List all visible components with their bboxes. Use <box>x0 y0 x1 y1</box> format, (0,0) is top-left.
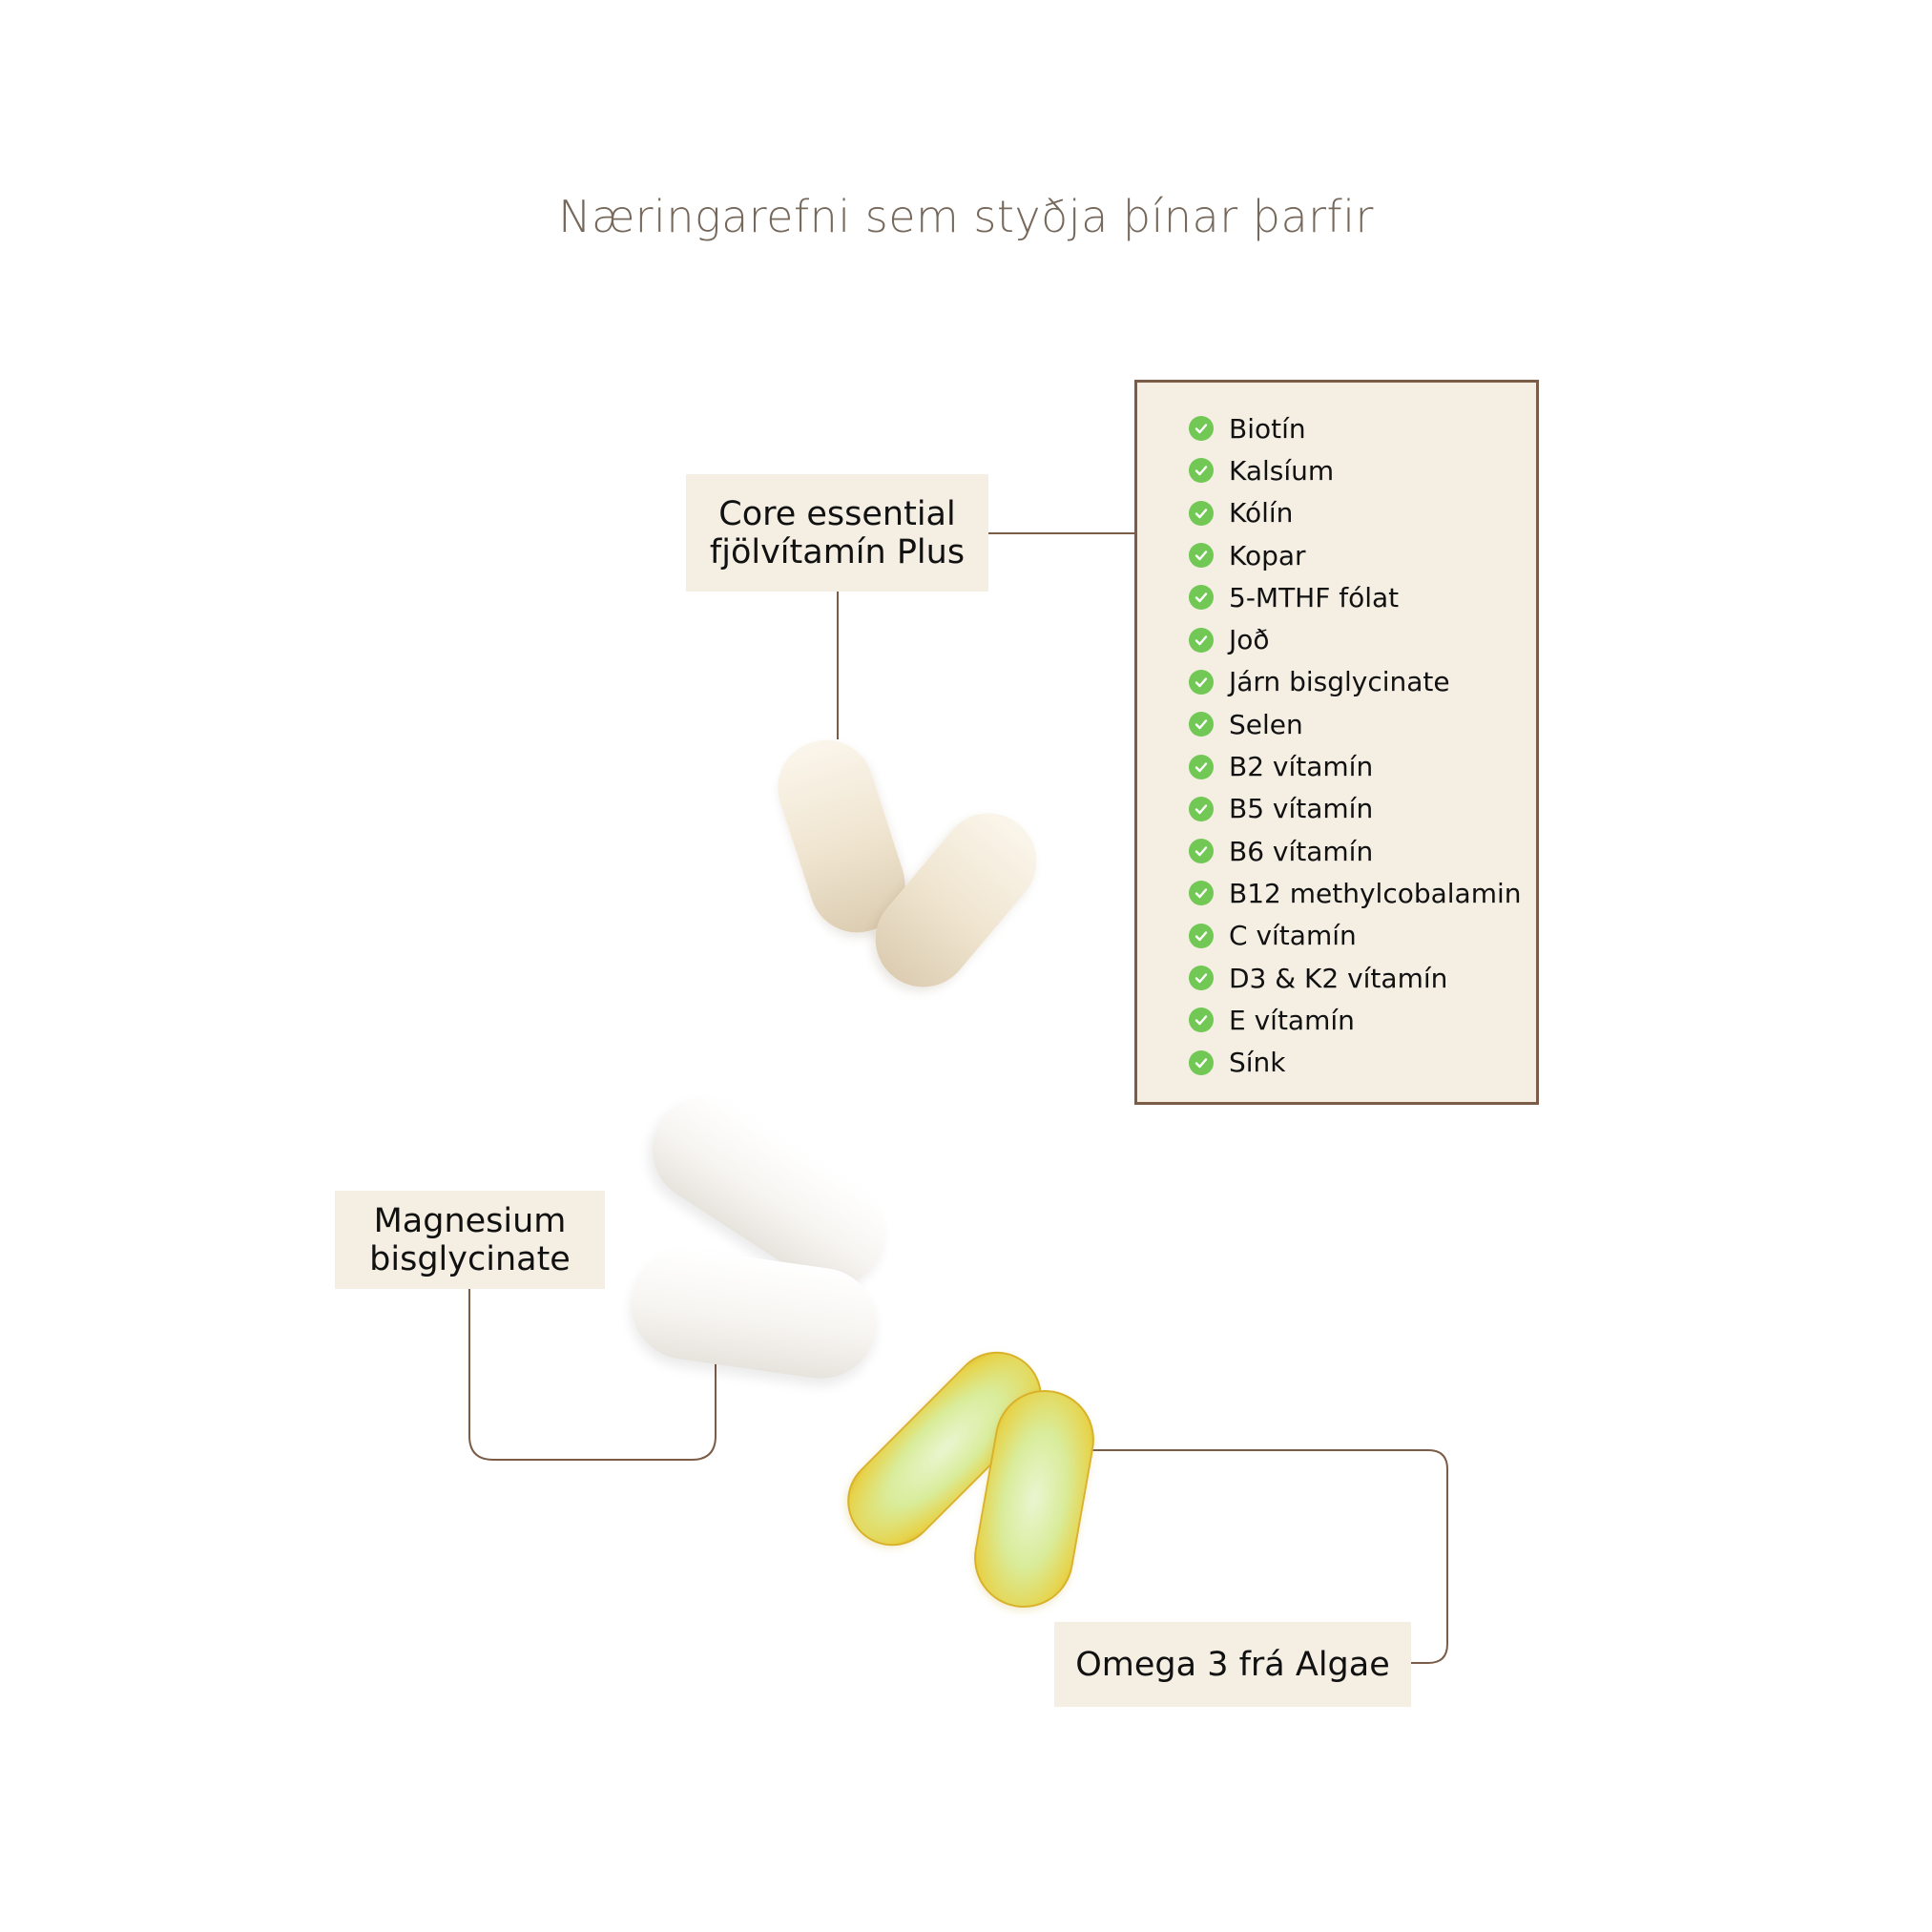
nutrient-item: D3 & K2 vítamín <box>1189 957 1522 999</box>
nutrient-item: B2 vítamín <box>1189 745 1522 787</box>
nutrient-label: Kopar <box>1229 539 1306 571</box>
check-circle-icon <box>1189 712 1214 737</box>
nutrient-item: Járn bisglycinate <box>1189 661 1522 703</box>
nutrient-item: Selen <box>1189 703 1522 745</box>
check-circle-icon <box>1189 416 1214 442</box>
omega-product-label: Omega 3 frá Algae <box>1054 1622 1411 1707</box>
page-title: Næringarefni sem styðja þínar þarfir <box>558 191 1374 242</box>
nutrient-item: B6 vítamín <box>1189 830 1522 872</box>
nutrient-label: Joð <box>1229 624 1270 656</box>
omega-connector <box>1076 1449 1448 1664</box>
magnesium-label-line1: Magnesium <box>373 1201 567 1240</box>
nutrient-item: Kólín <box>1189 492 1522 534</box>
check-circle-icon <box>1189 458 1214 484</box>
check-circle-icon <box>1189 923 1214 948</box>
nutrient-item: Kopar <box>1189 534 1522 576</box>
core-product-label: Core essential fjölvítamín Plus <box>686 474 988 592</box>
nutrient-label: C vítamín <box>1229 920 1357 952</box>
nutrient-label: Kalsíum <box>1229 454 1335 487</box>
magnesium-product-label: Magnesium bisglycinate <box>335 1191 605 1289</box>
core-label-line1: Core essential <box>718 494 956 533</box>
check-circle-icon <box>1189 966 1214 990</box>
nutrient-item: Kalsíum <box>1189 449 1522 491</box>
check-circle-icon <box>1189 585 1214 611</box>
check-circle-icon <box>1189 796 1214 821</box>
nutrient-item: 5-MTHF fólat <box>1189 576 1522 618</box>
check-circle-icon <box>1189 881 1214 906</box>
nutrient-label: Sínk <box>1229 1047 1286 1079</box>
nutrient-item: Sínk <box>1189 1041 1522 1083</box>
check-circle-icon <box>1189 1008 1214 1033</box>
check-circle-icon <box>1189 669 1214 695</box>
check-circle-icon <box>1189 1049 1214 1075</box>
nutrient-label: B12 methylcobalamin <box>1229 877 1522 909</box>
nutrient-item: B5 vítamín <box>1189 788 1522 830</box>
omega-label: Omega 3 frá Algae <box>1075 1645 1390 1684</box>
nutrient-label: D3 & K2 vítamín <box>1229 962 1448 994</box>
magnesium-connector <box>468 1289 717 1461</box>
nutrient-label: Biotín <box>1229 412 1306 445</box>
nutrient-label: Selen <box>1229 708 1303 740</box>
check-circle-icon <box>1189 627 1214 653</box>
check-circle-icon <box>1189 500 1214 526</box>
core-label-line2: fjölvítamín Plus <box>709 532 966 571</box>
nutrient-item: Joð <box>1189 618 1522 660</box>
nutrient-item: E vítamín <box>1189 999 1522 1041</box>
check-circle-icon <box>1189 754 1214 779</box>
nutrient-item: C vítamín <box>1189 915 1522 957</box>
magnesium-label-line2: bisglycinate <box>369 1239 571 1278</box>
nutrient-label: E vítamín <box>1229 1004 1355 1036</box>
nutrient-item: Biotín <box>1189 407 1522 449</box>
nutrient-label: Kólín <box>1229 497 1294 530</box>
nutrient-label: 5-MTHF fólat <box>1229 581 1400 613</box>
nutrient-label: B2 vítamín <box>1229 751 1374 783</box>
check-circle-icon <box>1189 543 1214 569</box>
check-circle-icon <box>1189 839 1214 864</box>
nutrient-label: B5 vítamín <box>1229 793 1374 825</box>
nutrient-label: B6 vítamín <box>1229 835 1374 867</box>
nutrient-item: B12 methylcobalamin <box>1189 872 1522 914</box>
nutrient-label: Járn bisglycinate <box>1229 666 1450 698</box>
